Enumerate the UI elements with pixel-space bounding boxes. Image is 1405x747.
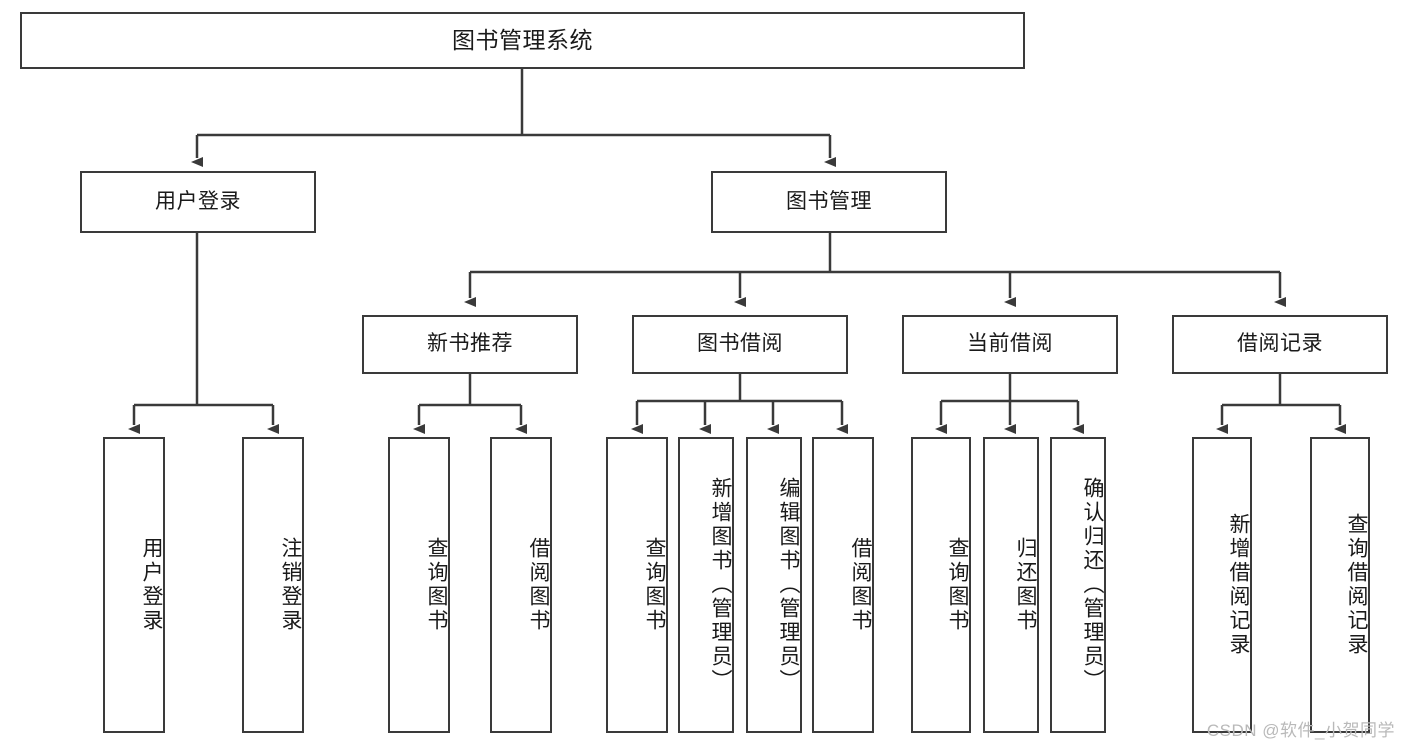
watermark-text: CSDN @软件_小贺同学 <box>1206 721 1395 740</box>
leaf-borrow-edit-book[interactable]: 编辑图书（管理员） <box>746 437 802 733</box>
leaf-borrow-borrow-book[interactable]: 借阅图书 <box>812 437 874 733</box>
node-user-login[interactable]: 用户登录 <box>80 171 316 233</box>
leaf-label: 新增借阅记录 <box>1227 513 1250 657</box>
node-label: 图书借阅 <box>697 332 783 356</box>
leaf-label: 借阅图书 <box>527 537 550 633</box>
leaf-recommend-borrow-book[interactable]: 借阅图书 <box>490 437 552 733</box>
leaf-label: 查询图书 <box>643 537 666 633</box>
leaf-label: 归还图书 <box>1014 537 1037 633</box>
node-label: 用户登录 <box>155 189 241 213</box>
leaf-record-query-record[interactable]: 查询借阅记录 <box>1310 437 1370 733</box>
node-current-borrow[interactable]: 当前借阅 <box>902 315 1118 374</box>
leaf-record-add-record[interactable]: 新增借阅记录 <box>1192 437 1252 733</box>
node-label: 图书管理系统 <box>452 26 593 53</box>
node-new-book-recommend[interactable]: 新书推荐 <box>362 315 578 374</box>
node-label: 当前借阅 <box>967 332 1053 356</box>
node-book-borrow[interactable]: 图书借阅 <box>632 315 848 374</box>
leaf-label: 借阅图书 <box>849 537 872 633</box>
node-book-management[interactable]: 图书管理 <box>711 171 947 233</box>
leaf-label: 查询借阅记录 <box>1345 513 1368 657</box>
leaf-label: 确认归还（管理员） <box>1081 477 1104 693</box>
leaf-current-confirm-return[interactable]: 确认归还（管理员） <box>1050 437 1106 733</box>
node-borrow-record[interactable]: 借阅记录 <box>1172 315 1388 374</box>
node-label: 新书推荐 <box>427 332 513 356</box>
node-label: 借阅记录 <box>1237 332 1323 356</box>
leaf-current-return-book[interactable]: 归还图书 <box>983 437 1039 733</box>
leaf-current-query-book[interactable]: 查询图书 <box>911 437 971 733</box>
leaf-recommend-query-book[interactable]: 查询图书 <box>388 437 450 733</box>
leaf-label: 查询图书 <box>425 537 448 633</box>
leaf-label: 新增图书（管理员） <box>709 477 732 693</box>
leaf-borrow-query-book[interactable]: 查询图书 <box>606 437 668 733</box>
leaf-user-login-login[interactable]: 用户登录 <box>103 437 165 733</box>
leaf-label: 注销登录 <box>279 537 302 633</box>
leaf-label: 用户登录 <box>140 537 163 633</box>
leaf-label: 编辑图书（管理员） <box>777 477 800 693</box>
leaf-borrow-add-book[interactable]: 新增图书（管理员） <box>678 437 734 733</box>
node-root-system[interactable]: 图书管理系统 <box>20 12 1025 69</box>
leaf-label: 查询图书 <box>946 537 969 633</box>
node-label: 图书管理 <box>786 189 872 213</box>
leaf-user-login-logout[interactable]: 注销登录 <box>242 437 304 733</box>
